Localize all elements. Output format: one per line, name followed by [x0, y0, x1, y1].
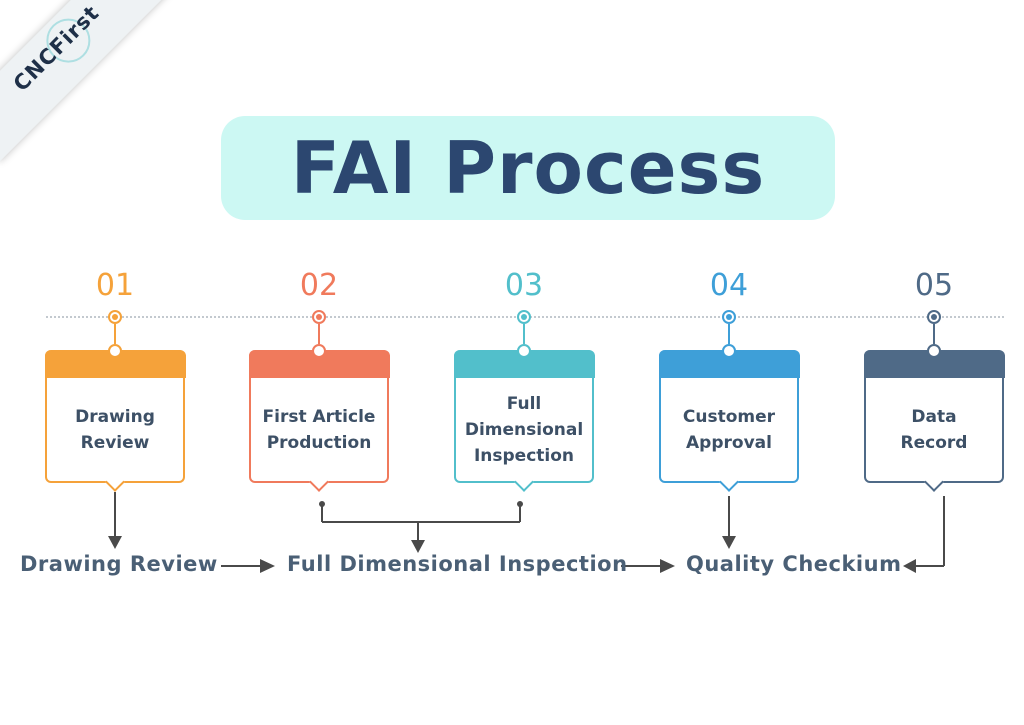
timeline-node-3 [517, 310, 531, 324]
step-number-4: 04 [709, 268, 749, 303]
timeline-node-5 [927, 310, 941, 324]
step-number-5: 05 [914, 268, 954, 303]
timeline-stem-1 [114, 324, 116, 344]
title-banner: FAI Process [221, 116, 835, 220]
step-card-5: Data Record [863, 344, 1005, 492]
step-card-label: Full Dimensional Inspection [464, 393, 584, 466]
page-title: FAI Process [290, 126, 766, 210]
timeline-node-1 [108, 310, 122, 324]
flow-arrow-1-head [260, 559, 275, 573]
flow-arrow-2-head [660, 559, 675, 573]
step-card-3: Full Dimensional Inspection [453, 344, 595, 492]
step-card-dot-icon [312, 344, 326, 358]
step-card-dot-icon [108, 344, 122, 358]
step-number-2: 02 [299, 268, 339, 303]
bracket-center-head [411, 540, 425, 553]
step-card-dot-icon [722, 344, 736, 358]
arrow-step4-down-head [722, 536, 736, 549]
step-card-label: Drawing Review [75, 406, 155, 453]
step-card-label: First Article Production [262, 406, 376, 453]
arrow-step1-down-head [108, 536, 122, 549]
step-number-3: 03 [504, 268, 544, 303]
timeline-stem-2 [318, 324, 320, 344]
timeline-stem-3 [523, 324, 525, 344]
step-card-4: Customer Approval [658, 344, 800, 492]
step-card-1: Drawing Review [44, 344, 186, 492]
step-card-label: Data Record [900, 406, 968, 453]
flow-label-3: Quality Checkium [686, 552, 902, 576]
flow-label-2: Full Dimensional Inspection [287, 552, 628, 576]
step-card-dot-icon [517, 344, 531, 358]
arrow-step5-left-head [903, 559, 916, 573]
timeline-stem-5 [933, 324, 935, 344]
step-card-dot-icon [927, 344, 941, 358]
timeline-node-4 [722, 310, 736, 324]
flow-label-1: Drawing Review [20, 552, 218, 576]
step-card-2: First Article Production [248, 344, 390, 492]
timeline-node-2 [312, 310, 326, 324]
step-card-label: Customer Approval [682, 406, 776, 453]
timeline-stem-4 [728, 324, 730, 344]
step-number-1: 01 [95, 268, 135, 303]
